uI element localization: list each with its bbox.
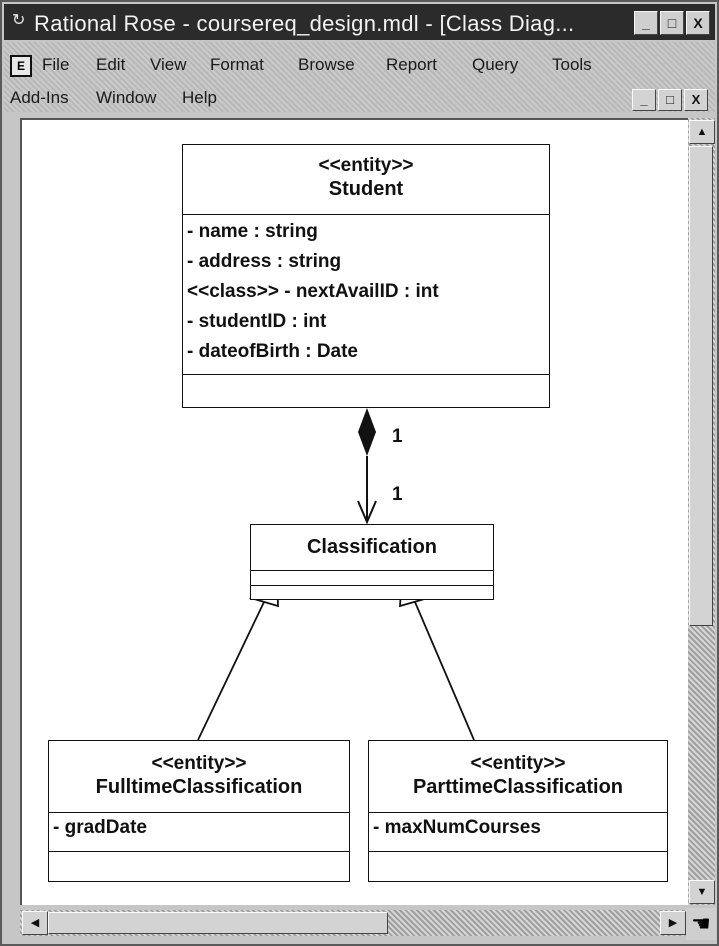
class-parttime-operations <box>369 852 667 880</box>
class-diagram-canvas[interactable]: 1 1 <<entity>> Student - name : string -… <box>20 118 688 905</box>
scroll-right-button[interactable]: ▶ <box>660 911 686 935</box>
class-parttime-name: ParttimeClassification <box>412 776 624 798</box>
attribute-date-of-birth[interactable]: - dateofBirth : Date <box>187 341 358 362</box>
menu-browse[interactable]: Browse <box>298 55 355 74</box>
class-student-header: <<entity>> Student <box>183 145 549 215</box>
association-arrowhead <box>357 500 377 525</box>
minimize-button[interactable]: _ <box>634 11 658 35</box>
generalization-line-parttime[interactable] <box>414 601 475 741</box>
horizontal-scrollbar[interactable]: ◀ ▶ <box>20 910 688 936</box>
class-student-stereotype: <<entity>> <box>318 155 414 176</box>
attribute-name[interactable]: - name : string <box>187 221 318 242</box>
scroll-up-button[interactable]: ▲ <box>689 120 715 144</box>
menu-file[interactable]: File <box>42 55 70 74</box>
child-minimize-button[interactable]: _ <box>632 89 656 111</box>
menu-tools[interactable]: Tools <box>552 55 592 74</box>
class-student[interactable]: <<entity>> Student - name : string - add… <box>182 144 550 408</box>
attribute-max-num-courses[interactable]: - maxNumCourses <box>373 817 541 838</box>
document-menu-icon[interactable]: E <box>10 55 32 77</box>
class-classification-header: Classification <box>251 525 493 571</box>
class-student-operations <box>183 375 549 403</box>
menu-bar: E File Edit View Format Browse Report Qu… <box>4 42 715 112</box>
class-fulltime-header: <<entity>> FulltimeClassification <box>49 741 349 813</box>
attribute-next-avail-id[interactable]: <<class>> - nextAvailID : int <box>187 281 439 302</box>
multiplicity-source: 1 <box>392 426 403 447</box>
class-classification[interactable]: Classification <box>250 524 494 600</box>
scroll-down-button[interactable]: ▼ <box>689 880 715 904</box>
menu-window[interactable]: Window <box>96 88 157 107</box>
maximize-button[interactable]: □ <box>660 11 684 35</box>
menu-view[interactable]: View <box>150 55 187 74</box>
title-bar[interactable]: ↻ Rational Rose - coursereq_design.mdl -… <box>4 4 715 40</box>
close-button[interactable]: X <box>686 11 710 35</box>
class-classification-name: Classification <box>306 536 438 558</box>
class-classification-attributes <box>251 571 493 586</box>
class-fulltime-operations <box>49 852 349 880</box>
hand-cursor-icon: ☚ <box>686 908 716 940</box>
class-fulltime-name: FulltimeClassification <box>95 776 303 798</box>
child-restore-button[interactable]: □ <box>658 89 682 111</box>
multiplicity-target: 1 <box>392 484 403 505</box>
rational-rose-app-icon[interactable]: ↻ <box>12 12 26 29</box>
composition-diamond <box>358 408 376 456</box>
child-close-button[interactable]: X <box>684 89 708 111</box>
class-student-attributes: - name : string - address : string <<cla… <box>183 215 549 375</box>
menu-edit[interactable]: Edit <box>96 55 126 74</box>
class-parttime-stereotype: <<entity>> <box>470 753 566 774</box>
class-fulltime-classification[interactable]: <<entity>> FulltimeClassification - grad… <box>48 740 350 882</box>
vertical-scroll-thumb[interactable] <box>689 146 713 626</box>
vertical-scrollbar[interactable]: ▲ ▼ <box>688 118 715 905</box>
attribute-address[interactable]: - address : string <box>187 251 342 272</box>
class-parttime-classification[interactable]: <<entity>> ParttimeClassification - maxN… <box>368 740 668 882</box>
menu-report[interactable]: Report <box>386 55 438 74</box>
class-student-name: Student <box>328 178 404 200</box>
menu-help[interactable]: Help <box>182 88 217 107</box>
window-title: Rational Rose - coursereq_design.mdl - [… <box>34 11 575 36</box>
class-parttime-attributes: - maxNumCourses <box>369 813 667 852</box>
generalization-line-fulltime[interactable] <box>197 601 265 741</box>
class-parttime-header: <<entity>> ParttimeClassification <box>369 741 667 813</box>
menu-add-ins[interactable]: Add-Ins <box>10 88 69 107</box>
class-classification-operations <box>251 586 493 598</box>
attribute-grad-date[interactable]: - gradDate <box>53 817 147 838</box>
menu-format[interactable]: Format <box>210 55 264 74</box>
attribute-student-id[interactable]: - studentID : int <box>187 311 327 332</box>
class-fulltime-stereotype: <<entity>> <box>151 753 247 774</box>
horizontal-scroll-thumb[interactable] <box>48 912 388 934</box>
scroll-left-button[interactable]: ◀ <box>22 911 48 935</box>
class-fulltime-attributes: - gradDate <box>49 813 349 852</box>
menu-query[interactable]: Query <box>472 55 519 74</box>
